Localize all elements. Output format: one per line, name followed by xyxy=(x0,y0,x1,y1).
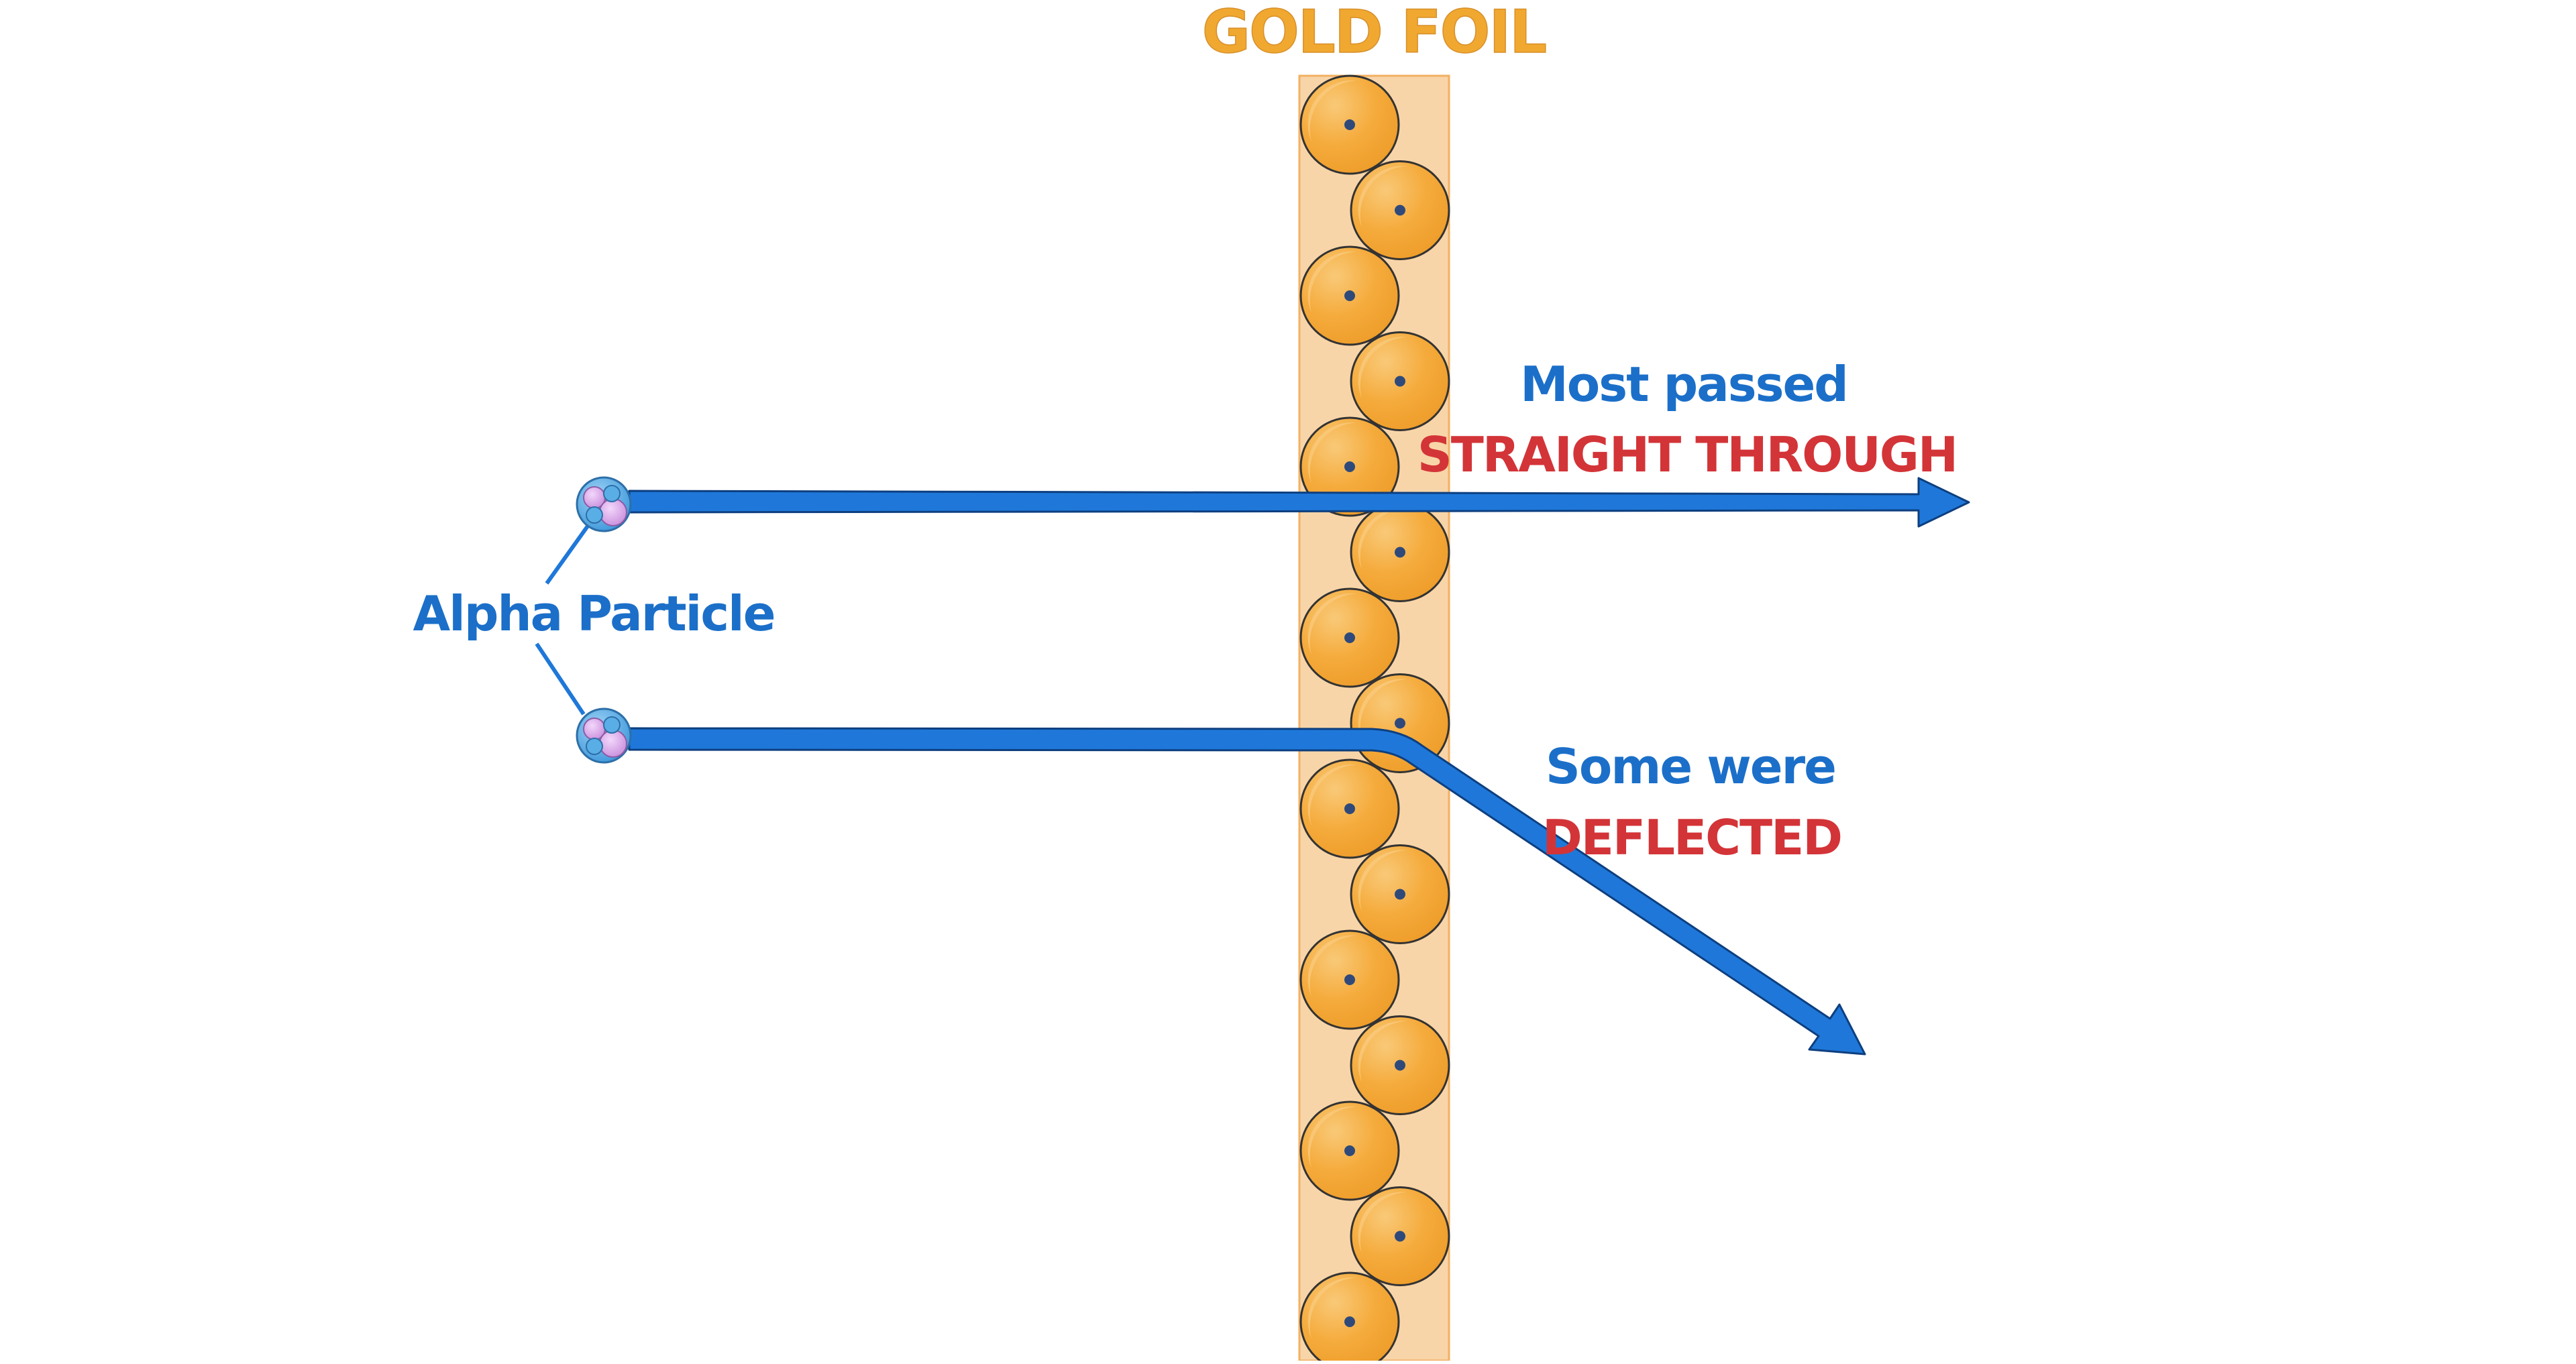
nucleus-icon xyxy=(1344,1316,1355,1327)
gold-atom-icon xyxy=(1299,587,1400,688)
gold-atoms xyxy=(1299,74,1450,1364)
gold-atom-icon xyxy=(1350,502,1450,602)
nucleus-icon xyxy=(1395,547,1405,558)
nucleus-icon xyxy=(1395,889,1405,900)
straight-label-line2: STRAIGHT THROUGH xyxy=(1417,427,1957,483)
deflect-label-line1: Some were xyxy=(1546,738,1835,795)
deflect-label-line2: DEFLECTED xyxy=(1542,809,1841,866)
gold-atom-icon xyxy=(1299,758,1400,859)
gold-atom-icon xyxy=(1299,929,1400,1030)
alpha-particle-icon xyxy=(576,476,632,532)
straight-label-line1: Most passed xyxy=(1520,356,1847,412)
nucleus-icon xyxy=(1344,803,1355,814)
gold-atom-icon xyxy=(1299,245,1400,346)
straight-through-arrow xyxy=(628,477,1970,528)
diagram-title: GOLD FOIL xyxy=(1202,0,1546,66)
deflected-arrow xyxy=(628,727,1866,1056)
nucleus-icon xyxy=(1395,718,1405,729)
alpha-particle-label: Alpha Particle xyxy=(413,585,774,642)
gold-atom-icon xyxy=(1350,1186,1450,1286)
gold-atom-icon xyxy=(1350,331,1450,431)
connector-line-bottom xyxy=(535,642,586,716)
gold-atom-icon xyxy=(1350,844,1450,944)
nucleus-icon xyxy=(1344,632,1355,643)
gold-atom-icon xyxy=(1299,1271,1400,1364)
gold-atom-icon xyxy=(1299,1100,1400,1201)
nucleus-icon xyxy=(1344,461,1355,472)
nucleus-icon xyxy=(1395,1231,1405,1242)
alpha-particle-icon xyxy=(576,707,632,764)
nucleus-icon xyxy=(1344,119,1355,130)
nucleus-icon xyxy=(1344,290,1355,301)
gold-atom-icon xyxy=(1350,160,1450,260)
gold-atom-icon xyxy=(1299,416,1400,517)
nucleus-icon xyxy=(1395,376,1405,387)
nucleus-icon xyxy=(1344,1145,1355,1156)
gold-atom-icon xyxy=(1299,74,1400,175)
nucleus-icon xyxy=(1395,1060,1405,1071)
nucleus-icon xyxy=(1395,205,1405,216)
gold-atom-icon xyxy=(1350,1015,1450,1115)
nucleus-icon xyxy=(1344,974,1355,985)
